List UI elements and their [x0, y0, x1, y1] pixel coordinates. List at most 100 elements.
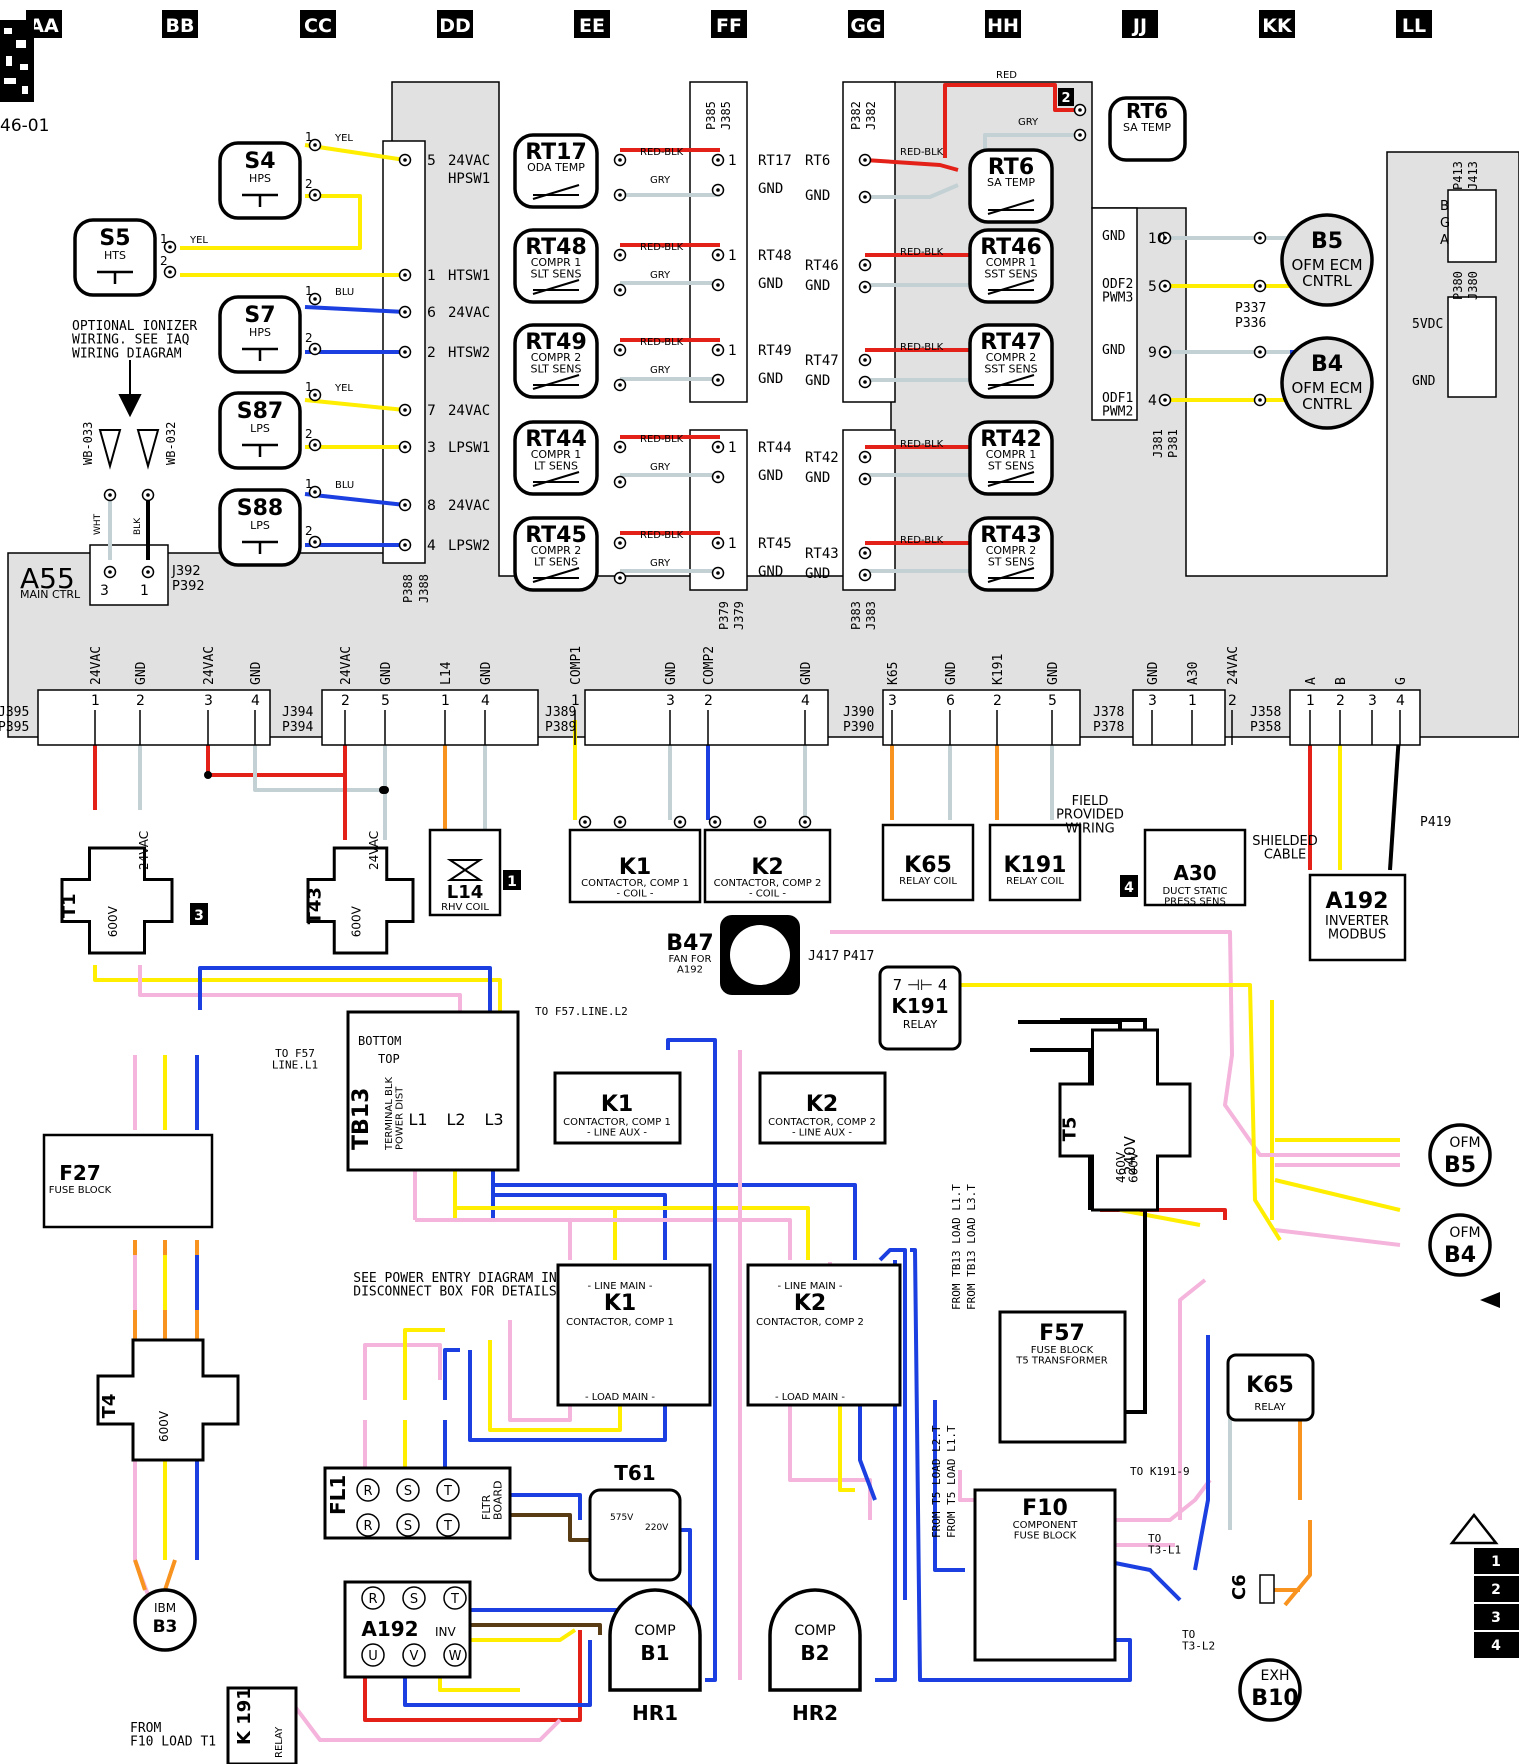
- fl1-terminal-label: R: [363, 1519, 372, 1534]
- wire-brn: [470, 1623, 602, 1635]
- fan-ecm-b5: [1280, 213, 1374, 307]
- heater-ref: HR2: [792, 1701, 838, 1725]
- j380-label: J380: [1466, 271, 1480, 300]
- sensor-right-rt42-3-ref: RT42: [980, 427, 1042, 452]
- contactor-main-bot: - LOAD MAIN -: [775, 1392, 845, 1403]
- column-header-text: EE: [579, 15, 605, 37]
- transformer-t4-primary: 600V: [157, 1410, 171, 1442]
- j381-row-name: GND: [1102, 229, 1126, 244]
- wire-yel: [304, 398, 406, 412]
- j388-terminal-dot: [403, 273, 407, 277]
- jack-pin-num: 1: [1306, 693, 1315, 709]
- coil-k65-ref: K65: [904, 853, 952, 878]
- wire-blu: [1099, 1558, 1182, 1602]
- wire-label: BLU: [335, 480, 354, 491]
- transformer-t4-ref: T4: [99, 1394, 120, 1419]
- ionizer-arrow: [118, 360, 142, 418]
- b3-ref: B3: [153, 1617, 178, 1637]
- terminal-dot: [618, 348, 622, 352]
- sensor-rt48-ref: RT48: [525, 235, 587, 260]
- jack-pin-name: GND: [799, 661, 814, 685]
- sensor-rt45-pin-name: RT45: [758, 536, 792, 552]
- jack-pin-name: GND: [1146, 661, 1161, 685]
- sensor-right-rt46-1-gnd: GND: [805, 278, 830, 294]
- j381-pin: 4: [1148, 393, 1157, 409]
- coil-terminal-dot: [803, 820, 807, 824]
- jack-pin-num: 2: [136, 693, 145, 709]
- t1-secondary: 24VAC: [137, 831, 151, 870]
- tb13-row-top: TOP: [378, 1052, 400, 1066]
- transformer-t43-primary: 600V: [350, 905, 364, 937]
- relay-k65: [1226, 1353, 1315, 1422]
- fuse-block-f27: [42, 1133, 214, 1229]
- compressor-ref: B2: [800, 1641, 829, 1665]
- terminal-dot: [1258, 236, 1262, 240]
- switch-pin: 2: [305, 177, 313, 191]
- column-header-text: GG: [850, 15, 881, 37]
- sensor-right-rt46-1-symbol: [987, 279, 1035, 295]
- p388-label: P388: [401, 574, 415, 603]
- jack-pin-name: GND: [944, 661, 959, 685]
- terminal-dot: [863, 455, 867, 459]
- t5-secondary: 240V: [1121, 1135, 1139, 1175]
- motor-b4: [1428, 1213, 1492, 1277]
- wire-label: RED-BLK: [900, 247, 944, 258]
- wire-pnk: [508, 1320, 572, 1422]
- wire-red-blk: [864, 158, 959, 172]
- sensor-right-rt43-4-pin-name: RT43: [805, 546, 839, 562]
- terminal-dot: [716, 348, 720, 352]
- to-f57-note: TO F57.LINE.L2: [535, 1005, 628, 1018]
- a30-ref: A30: [1173, 861, 1216, 885]
- wire-blu: [403, 1640, 592, 1707]
- jack-pin-num: 5: [1048, 693, 1057, 709]
- sensor-right-rt42-3-box: [968, 420, 1054, 496]
- fan-b47-blade: [730, 925, 790, 985]
- jack-pin-num: 2: [1336, 693, 1345, 709]
- fl1-sub: FLTRBOARD: [480, 1481, 505, 1520]
- sensor-right-rt6-0-gnd: GND: [805, 188, 830, 204]
- note-4-flag: [1120, 875, 1138, 897]
- column-header-ll: [1396, 10, 1432, 38]
- wire-label: YEL: [189, 235, 208, 246]
- terminal-dot: [716, 188, 720, 192]
- wire-label: RED-BLK: [640, 147, 684, 158]
- terminal-dot: [618, 193, 622, 197]
- wire-yel: [93, 965, 502, 1040]
- jack-j390: [882, 689, 1081, 746]
- fuse-block-f57: [998, 1310, 1127, 1444]
- plug-label: P390: [843, 720, 874, 735]
- coil-terminal-dot: [618, 820, 622, 824]
- note-1-num: 1: [507, 874, 517, 890]
- sensor-right-rt46-1-pin-name: RT46: [805, 258, 839, 274]
- j388-pin-name: HTSW1: [448, 268, 490, 284]
- switch-symbol: [97, 270, 133, 284]
- wire-label: RED-BLK: [640, 337, 684, 348]
- motor-sub: OFM: [1449, 1135, 1480, 1151]
- sensor-a30: [1143, 828, 1247, 907]
- switch-terminal-dot: [313, 443, 317, 447]
- pin-num: 1: [728, 153, 737, 169]
- j381-pin: 5: [1148, 279, 1157, 295]
- column-header-ff: [711, 10, 747, 38]
- pin-num: 1: [728, 536, 737, 552]
- jack-pin-num: 4: [251, 693, 260, 709]
- column-header-dd: [437, 10, 473, 38]
- coil-k65: [881, 823, 975, 902]
- jack-j378: [1132, 689, 1226, 746]
- jack-pin-num: 1: [91, 693, 100, 709]
- j388-pin-name: LPSW1: [448, 440, 490, 456]
- j388-pin-num: 7: [427, 403, 436, 419]
- jack-pin-name: L14: [439, 661, 454, 685]
- jack-pin-name: B: [1334, 677, 1349, 685]
- column-header-bb: [162, 10, 198, 38]
- switch-terminal-dot: [313, 347, 317, 351]
- wb-032: WB-032: [164, 422, 178, 465]
- terminal-dot: [716, 541, 720, 545]
- k65-ref: K65: [1246, 1373, 1294, 1398]
- switch-terminal-dot: [313, 490, 317, 494]
- wire-red: [943, 83, 1080, 158]
- terminal-dot: [618, 253, 622, 257]
- j388-label: J388: [417, 574, 431, 603]
